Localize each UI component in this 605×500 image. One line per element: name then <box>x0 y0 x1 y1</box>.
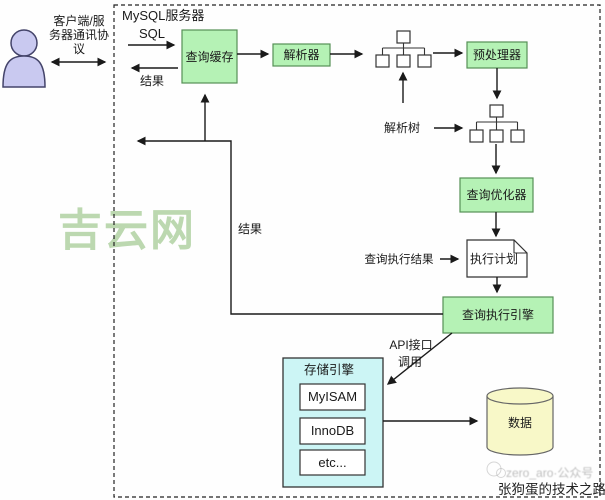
site-watermark: 吉云网 <box>58 206 196 255</box>
query-optimizer-label: 查询优化器 <box>466 188 526 202</box>
api-label-line2: 调用 <box>398 355 422 369</box>
engine-innodb-box <box>299 417 366 445</box>
person-head <box>10 29 38 57</box>
parser-node <box>272 43 331 67</box>
account-watermark: 张狗蛋的技术之路 <box>498 482 605 497</box>
client-person-icon <box>2 29 46 88</box>
client-protocol-line3: 议 <box>73 42 85 56</box>
person-body <box>2 55 46 88</box>
engine-myisam-label: MyISAM <box>308 389 357 404</box>
parse-tree-icon-1 <box>375 30 432 68</box>
mysql-server-boundary <box>113 4 601 498</box>
engine-etc-box <box>299 449 366 476</box>
wechat-stamp-watermark: zero_aro·公众号 <box>506 466 593 480</box>
result-label-mid: 结果 <box>238 222 262 236</box>
engine-myisam-box <box>299 383 366 411</box>
parse-tree-label: 解析树 <box>384 120 420 135</box>
query-optimizer-node <box>459 177 534 213</box>
query-cache-label: 查询缓存 <box>185 50 233 64</box>
engine-etc-label: etc... <box>318 455 346 470</box>
execution-plan-label: 执行计划 <box>470 252 518 266</box>
api-label-line1: API接口 <box>389 337 432 352</box>
parser-label: 解析器 <box>283 48 319 62</box>
query-exec-result-label: 查询执行结果 <box>365 252 434 266</box>
preprocessor-label: 预处理器 <box>473 48 521 62</box>
execution-plan-document <box>466 239 528 278</box>
wechat-stamp-logo-icon <box>486 461 506 478</box>
client-protocol-line1: 客户端/服 <box>53 13 104 28</box>
query-execution-engine-node <box>442 296 554 334</box>
sql-label: SQL <box>139 26 165 41</box>
client-protocol-label: 客户端/服 务器通讯协 议 <box>49 13 109 56</box>
engine-to-storage-arrow <box>386 332 453 385</box>
data-cylinder-icon <box>486 387 554 456</box>
mysql-server-title: MySQL服务器 <box>122 8 204 23</box>
result-label-top: 结果 <box>140 74 164 88</box>
storage-engine-title: 存储引擎 <box>304 362 354 377</box>
query-cache-node <box>181 29 238 84</box>
engine-innodb-label: InnoDB <box>311 423 354 438</box>
result-return-line <box>136 136 443 315</box>
parse-tree-icon-2 <box>469 104 525 143</box>
query-execution-engine-label: 查询执行引擎 <box>462 307 534 322</box>
client-protocol-line2: 务器通讯协 <box>49 27 109 42</box>
preprocessor-node <box>466 41 528 69</box>
data-label: 数据 <box>508 415 532 430</box>
